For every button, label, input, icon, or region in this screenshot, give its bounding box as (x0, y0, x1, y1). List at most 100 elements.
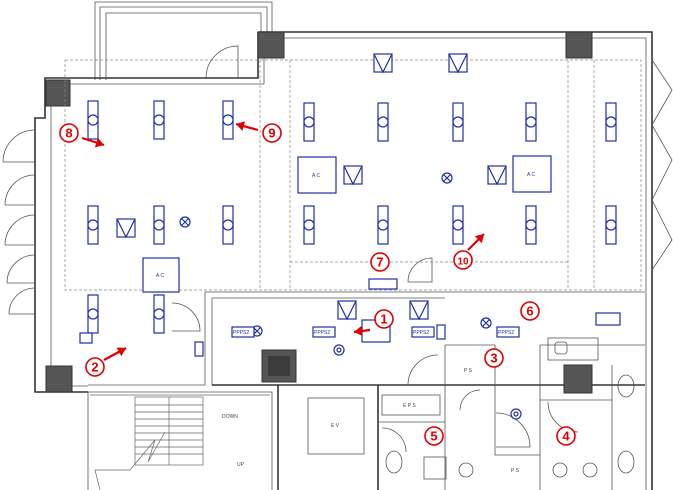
toilet-2 (617, 450, 635, 474)
balcony-inner (99, 6, 268, 80)
marker-10-circle (453, 250, 473, 270)
door-left-4 (6, 254, 36, 284)
ac-unit-2 (512, 155, 552, 193)
balcony-inner-2 (105, 12, 262, 80)
door-wc-1 (381, 427, 407, 453)
detector-1 (179, 216, 191, 228)
marker-1: 1 (353, 309, 394, 336)
light-tube-12 (303, 205, 315, 245)
marker-2-number: 2 (91, 360, 98, 375)
ac-unit-3-label: A C (156, 273, 164, 279)
panel-4-label: PPPS2 (498, 330, 514, 336)
marker-7-circle (370, 252, 390, 272)
detector-4 (480, 317, 492, 329)
balcony-outline (94, 1, 273, 80)
light-tube-14 (452, 205, 464, 245)
light-tube-5 (377, 102, 389, 142)
panel-3-label: PPPS2 (413, 330, 429, 336)
panel-1-label: PPPS2 (233, 330, 249, 336)
door-left-3 (4, 214, 36, 246)
marker-7: 7 (370, 252, 390, 272)
air-vent-3 (116, 218, 136, 239)
door-lower-1 (407, 354, 439, 386)
marker-1-number: 1 (380, 312, 387, 327)
marker-3: 3 (484, 348, 504, 368)
marker-9: 9 (235, 121, 282, 143)
column-3 (565, 31, 593, 59)
light-tube-2 (153, 100, 165, 140)
switch-1 (79, 332, 93, 344)
marker-5: 5 (424, 426, 444, 446)
door-left-5 (8, 287, 36, 315)
light-tube-10 (153, 205, 165, 245)
light-tube-16 (605, 205, 617, 245)
air-vent-6 (337, 300, 357, 321)
column-5-core (268, 356, 290, 376)
light-tube-11 (222, 205, 234, 245)
switch-group (368, 278, 398, 290)
wc-sink-1 (423, 456, 447, 480)
marker-4: 4 (556, 426, 576, 446)
window-right (651, 59, 673, 271)
partition-left (88, 292, 206, 386)
eps-label: E P S (403, 403, 416, 409)
ac-unit-2-label: A C (527, 172, 535, 178)
light-tube-3 (222, 100, 234, 140)
marker-6-number: 6 (526, 304, 533, 319)
light-fixtures (79, 53, 621, 420)
marker-4-number: 4 (562, 429, 570, 444)
door-left-2 (4, 174, 36, 206)
ac-unit-1-label: A C (312, 173, 320, 179)
marker-2-arrowhead (116, 347, 126, 357)
light-tube-1 (87, 100, 99, 140)
light-tube-4 (303, 102, 315, 142)
marker-7-number: 7 (376, 255, 383, 270)
stair-break (129, 431, 166, 471)
marker-8: 8 (59, 123, 105, 148)
door-lower-2 (459, 389, 481, 411)
sink-counter (547, 337, 599, 361)
air-vent-1 (373, 53, 393, 74)
marker-3-number: 3 (490, 351, 497, 366)
ps-label-2: P S (511, 468, 520, 474)
wc-wall (494, 385, 540, 456)
sanitary (385, 337, 635, 480)
marker-8-number: 8 (65, 126, 72, 141)
urinal-1 (458, 462, 474, 478)
column-6 (563, 364, 593, 394)
ac-units: A C A C A C (142, 155, 552, 343)
marker-10: 10 (453, 233, 485, 270)
panel-1 (231, 326, 255, 338)
ps-label-1: P S (464, 368, 473, 374)
ceiling-grid (64, 59, 642, 291)
marker-6-circle (520, 301, 540, 321)
light-tube-17 (87, 294, 99, 334)
panel-2-label: PPPS2 (314, 330, 330, 336)
sink-basin (554, 341, 568, 355)
column-4 (45, 365, 73, 393)
door-lower-3 (495, 412, 531, 448)
door-left-1 (2, 129, 36, 163)
toilet-3 (617, 374, 635, 398)
wc-sink-2 (552, 462, 568, 478)
panels: PPPS2 PPPS2 PPPS2 PPPS2 (231, 326, 520, 338)
marker-2-circle (85, 357, 105, 377)
column-1 (45, 79, 71, 107)
light-tube-13 (377, 205, 389, 245)
panel-3 (411, 326, 435, 338)
marker-6: 6 (520, 301, 540, 321)
ev-box (307, 397, 365, 455)
marker-2: 2 (85, 347, 127, 377)
door-center (407, 257, 433, 283)
light-tube-9 (87, 205, 99, 245)
stair-entrance (94, 469, 130, 490)
switch-3 (436, 324, 446, 340)
exit-sign (595, 312, 621, 326)
ev-label: E V (331, 423, 340, 429)
ac-unit-3 (142, 257, 180, 293)
air-vent-2 (448, 53, 468, 74)
stairs: DOWN UP (90, 394, 270, 490)
marker-9-number: 9 (268, 126, 275, 141)
light-tube-8 (605, 102, 617, 142)
